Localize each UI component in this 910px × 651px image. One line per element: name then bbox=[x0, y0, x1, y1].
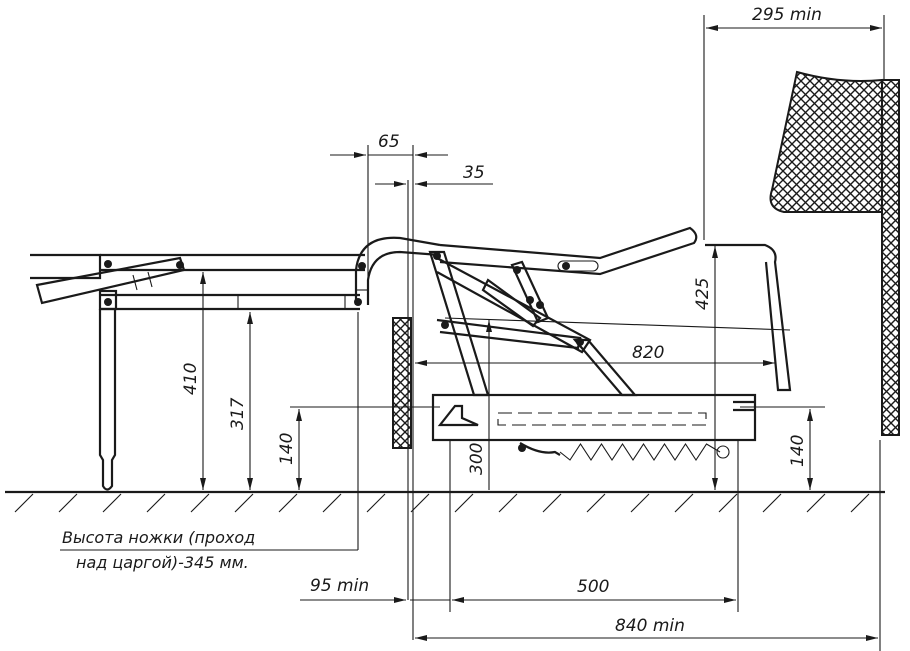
pivot-pin bbox=[354, 298, 362, 306]
dim-300: 300 bbox=[467, 443, 487, 475]
floor-hatch-line bbox=[58, 493, 78, 513]
pivot-pin bbox=[176, 261, 184, 269]
seat-section bbox=[439, 226, 698, 276]
floor bbox=[5, 490, 885, 513]
dim-295-min: 295 min bbox=[752, 5, 822, 25]
dim-140-right: 140 bbox=[788, 435, 808, 467]
pivot-pins bbox=[104, 252, 584, 452]
floor-hatch-line bbox=[190, 493, 210, 513]
curved-link bbox=[354, 236, 441, 305]
floor-hatch-line bbox=[14, 493, 34, 513]
dim-410: 410 bbox=[181, 363, 201, 395]
pivot-pin bbox=[433, 252, 441, 260]
floor-hatch-line bbox=[586, 493, 606, 513]
pivot-pin bbox=[441, 321, 449, 329]
base-box bbox=[431, 393, 757, 442]
dim-840-min: 840 min bbox=[615, 616, 685, 636]
pivot-pin bbox=[104, 298, 112, 306]
floor-hatch-line bbox=[674, 493, 694, 513]
front-rail-panel bbox=[392, 317, 412, 449]
dim-820: 820 bbox=[632, 343, 664, 363]
dim-317: 317 bbox=[228, 397, 248, 430]
floor-hatch-line bbox=[718, 493, 738, 513]
floor-hatch-line bbox=[102, 493, 122, 513]
floor-hatch-line bbox=[146, 493, 166, 513]
floor-hatch-line bbox=[366, 493, 386, 513]
dim-35: 35 bbox=[463, 163, 485, 183]
bed-section-left bbox=[30, 253, 365, 311]
floor-hatch-line bbox=[498, 493, 518, 513]
floor-hatch-line bbox=[454, 493, 474, 513]
spring bbox=[519, 442, 730, 462]
note-line-1: Высота ножки (проход bbox=[62, 528, 255, 547]
floor-hatch-line bbox=[410, 493, 430, 513]
floor-hatch-line bbox=[762, 493, 782, 513]
pivot-pin bbox=[518, 444, 526, 452]
floor-hatch-line bbox=[806, 493, 826, 513]
pivot-pin bbox=[358, 262, 366, 270]
backrest-cushion bbox=[769, 70, 883, 213]
seat-back-frame bbox=[444, 243, 792, 392]
wall bbox=[881, 79, 900, 436]
floor-hatch-line bbox=[278, 493, 298, 513]
pivot-pin bbox=[104, 260, 112, 268]
floor-hatch-line bbox=[542, 493, 562, 513]
pivot-pin bbox=[536, 301, 544, 309]
leg-left bbox=[98, 289, 118, 491]
pivot-pin bbox=[513, 266, 521, 274]
pivot-pin bbox=[526, 296, 534, 304]
floor-hatch-line bbox=[850, 493, 870, 513]
floor-hatch-line bbox=[322, 493, 342, 513]
note-line-2: над царгой)-345 мм. bbox=[76, 553, 249, 572]
pivot-pin bbox=[576, 338, 584, 346]
dim-425: 425 bbox=[693, 278, 713, 310]
dim-500: 500 bbox=[577, 577, 609, 597]
floor-hatch-line bbox=[234, 493, 254, 513]
dimension-lines bbox=[60, 15, 885, 651]
dim-140-left: 140 bbox=[277, 433, 297, 465]
dim-95-min: 95 min bbox=[310, 576, 369, 596]
floor-hatch-line bbox=[630, 493, 650, 513]
pivot-pin bbox=[562, 262, 570, 270]
dim-65: 65 bbox=[378, 132, 400, 152]
